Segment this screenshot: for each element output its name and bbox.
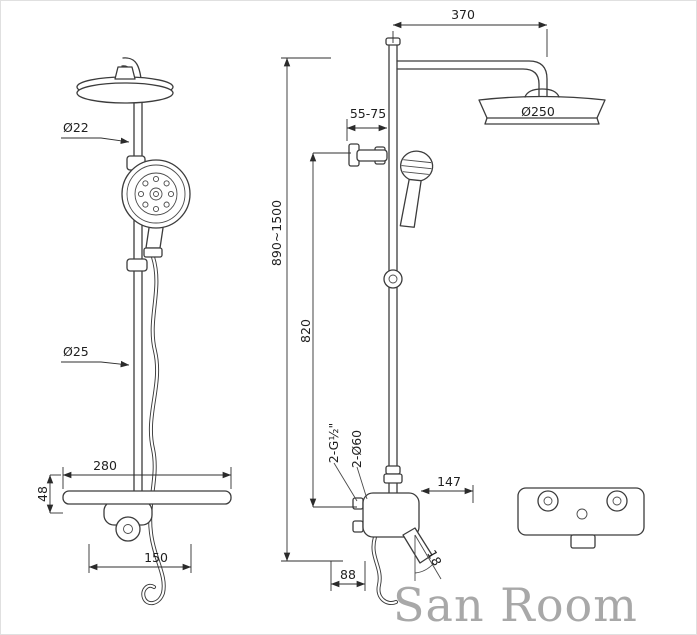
- dim-label: 820: [298, 319, 313, 343]
- rear-view: [517, 487, 645, 549]
- spout: [402, 527, 433, 564]
- dim-head-diameter: Ø250: [521, 104, 555, 119]
- bottom-tab: [570, 534, 596, 549]
- dim-label: 890~1500: [269, 200, 284, 266]
- dim-spout-angle: 18: [414, 534, 445, 581]
- dim-label: 55-75: [350, 106, 386, 121]
- dim-rail-diameter: Ø25: [61, 344, 130, 368]
- dim-label: Ø22: [63, 120, 89, 135]
- dim-bracket-offset: 55-75: [346, 106, 388, 141]
- mount-boss-right-center: [612, 496, 622, 506]
- valve-body: [362, 492, 420, 538]
- dim-pipe-diameter: Ø22: [61, 120, 130, 145]
- watermark: San Room: [393, 578, 638, 632]
- hand-shower: [121, 159, 191, 258]
- union-nut: [385, 465, 401, 475]
- mixer-valve-side: [352, 492, 433, 564]
- dim-spout-length: 147: [420, 474, 474, 503]
- dim-outlet-offset: 88: [330, 561, 366, 591]
- dim-label: 150: [144, 550, 168, 565]
- diverter-knob: [115, 516, 141, 542]
- center-port: [576, 508, 588, 520]
- shelf: [62, 490, 232, 505]
- top-arm: [396, 60, 548, 98]
- overhead-shower: [76, 82, 174, 104]
- hand-shower-side: [399, 150, 434, 228]
- slider-ring: [383, 269, 403, 289]
- dim-shelf-height: 48: [35, 474, 63, 514]
- dim-valve-width: 150: [88, 544, 192, 573]
- overhead-shower-side: [478, 88, 606, 125]
- diverter-knob-center: [123, 524, 133, 534]
- dim-label: 2-G½": [326, 423, 341, 463]
- overhead-shower-cap: [114, 66, 136, 80]
- hose-side: [372, 535, 398, 605]
- mount-boss-left: [537, 490, 559, 512]
- dim-rail-length: 820: [298, 152, 357, 508]
- hand-shower-handle: [145, 227, 164, 249]
- dim-label: 280: [93, 458, 117, 473]
- mount-boss-right: [606, 490, 628, 512]
- wall-bracket: [348, 143, 388, 167]
- side-view: 18 370 55-75 Ø250 890~1500 82: [269, 7, 606, 605]
- dim-top-arm: 370: [392, 7, 548, 57]
- top-arm: [396, 68, 540, 98]
- dim-label: 2-Ø60: [349, 430, 364, 468]
- dim-label: 48: [35, 486, 50, 502]
- front-view: Ø22 Ø25 280 48 150: [35, 57, 232, 606]
- union-nut: [383, 473, 403, 484]
- slider-ring-center: [388, 274, 398, 284]
- dim-label: Ø25: [63, 344, 89, 359]
- rail-slider: [126, 258, 148, 272]
- dim-inlet-thread: 2-G½": [326, 423, 358, 502]
- dim-label: 147: [437, 474, 461, 489]
- dim-label: 18: [424, 547, 445, 568]
- hose-nut: [143, 247, 163, 258]
- dim-hole-spacing: 2-Ø60: [349, 430, 368, 500]
- dim-label: 370: [451, 7, 475, 22]
- dim-label: 88: [340, 567, 356, 582]
- inlet-bottom: [352, 520, 364, 533]
- dim-total-height: 890~1500: [269, 57, 343, 562]
- dim-shelf-width: 280: [62, 458, 232, 489]
- mount-boss-left-center: [543, 496, 553, 506]
